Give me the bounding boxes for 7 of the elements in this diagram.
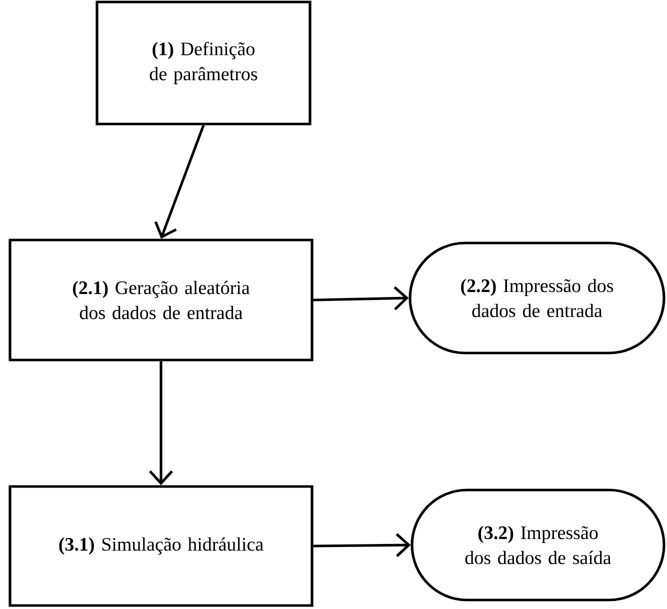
- arrow: [313, 533, 411, 558]
- arrow: [149, 361, 173, 486]
- arrow: [154, 124, 205, 239]
- process-box: (1) Definição de parâmetros: [96, 0, 312, 126]
- process-box: (3.1) Simulação hidráulica: [8, 485, 314, 607]
- arrow: [313, 286, 409, 310]
- process-box: (2.1) Geração aleatória dos dados de entrada: [8, 238, 314, 362]
